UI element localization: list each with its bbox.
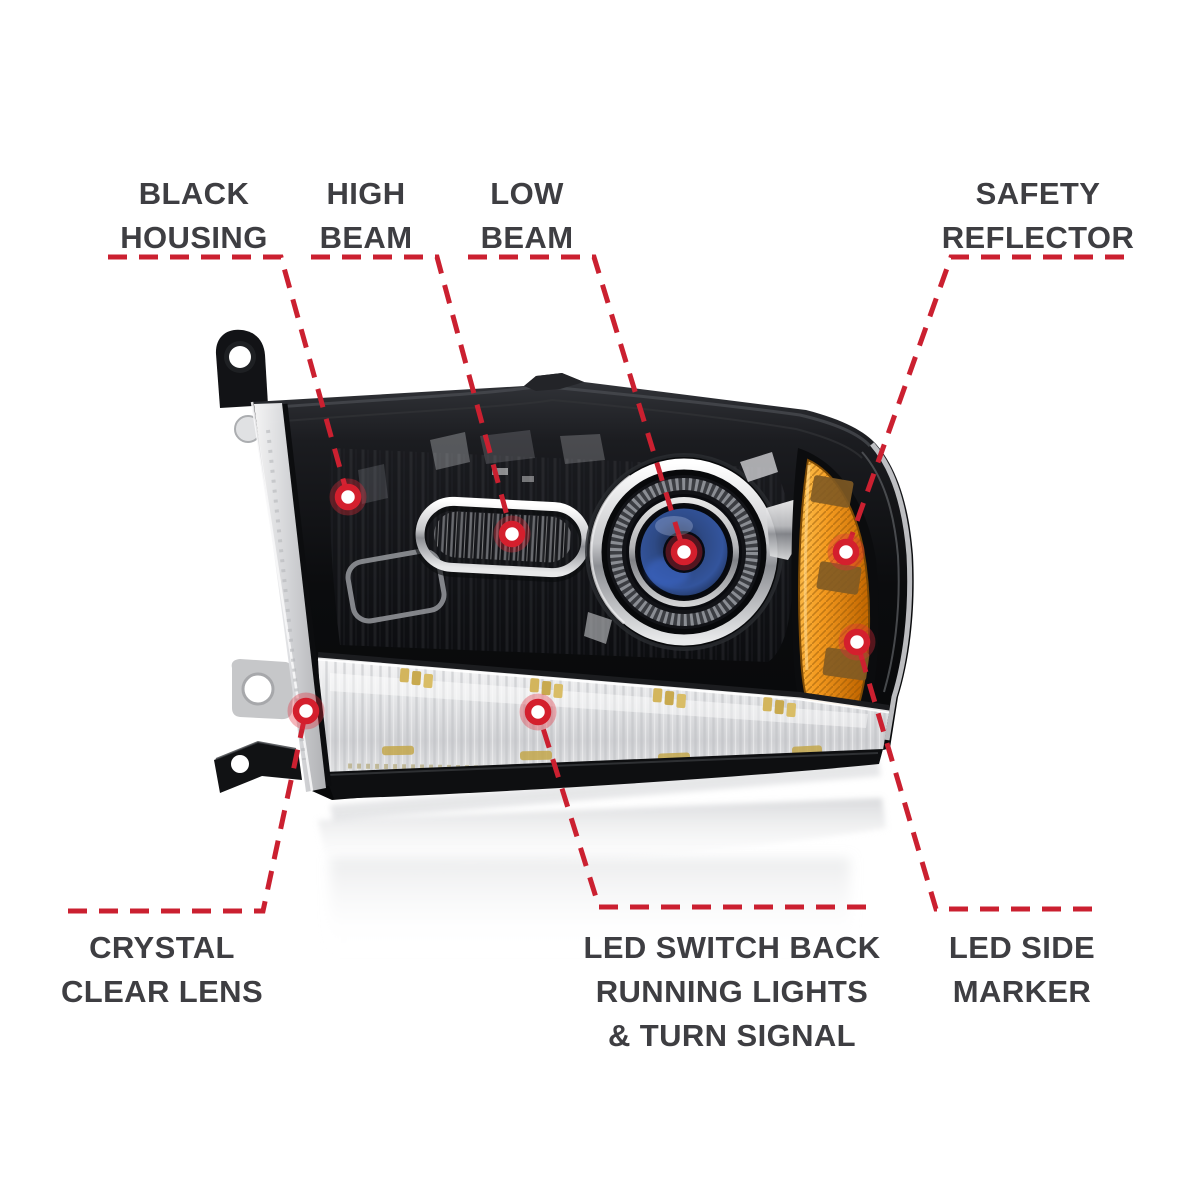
- callout-safety-reflector: SAFETY REFLECTOR: [941, 176, 1135, 255]
- leader-line-led-side-marker: [854, 641, 1092, 912]
- amber-side-reflector: [791, 448, 879, 748]
- marker-led-side-marker: [838, 623, 876, 661]
- leader-line-low-beam: [468, 254, 687, 553]
- mounting-bracket-left: [231, 659, 294, 720]
- callout-low-beam: LOW BEAM: [480, 176, 574, 255]
- callout-high-beam: HIGH BEAM: [319, 176, 413, 255]
- callout-led-side-marker: LED SIDE MARKER: [948, 930, 1096, 1009]
- leader-line-safety-reflector: [843, 254, 1124, 553]
- leader-line-high-beam: [311, 254, 515, 535]
- marker-high-beam: [493, 515, 531, 553]
- marker-safety-reflector: [827, 533, 865, 571]
- callout-black-housing: BLACK HOUSING: [120, 176, 268, 255]
- floor-reflection: [318, 760, 886, 953]
- callout-led-switchback: LED SWITCH BACK RUNNING LIGHTS & TURN SI…: [583, 930, 881, 1053]
- mounting-tab-top: [215, 329, 268, 408]
- leader-line-crystal-clear-lens: [68, 710, 309, 914]
- led-strip: [317, 652, 890, 799]
- marker-black-housing: [329, 478, 367, 516]
- point-markers: [287, 478, 876, 731]
- clear-lens-right-edge: [870, 442, 913, 741]
- leader-lines: [68, 254, 1124, 914]
- marker-crystal-clear-lens: [287, 692, 325, 730]
- callout-crystal-clear-lens: CRYSTAL CLEAR LENS: [60, 930, 264, 1009]
- leader-line-black-housing: [108, 254, 351, 498]
- leader-line-led-switchback: [535, 711, 866, 910]
- marker-low-beam: [665, 533, 703, 571]
- reflector-pocket-outline: [345, 548, 447, 624]
- mounting-tab-bottom: [214, 740, 302, 793]
- marker-led-switchback: [519, 693, 557, 731]
